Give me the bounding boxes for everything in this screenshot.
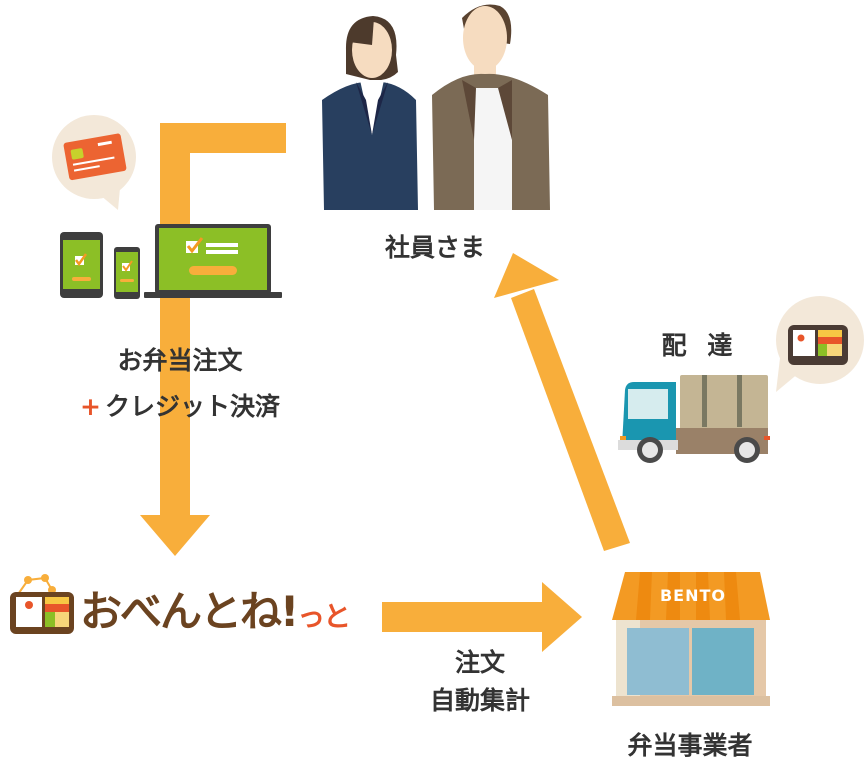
man-figure	[432, 4, 550, 210]
delivery-arrow	[494, 253, 630, 551]
logo-suffix-text: っと	[297, 600, 351, 633]
smartphone-icon	[114, 247, 140, 299]
tablet-icon	[60, 232, 103, 298]
order-label-line2: +クレジット決済	[60, 384, 300, 430]
delivery-label: 配 達	[661, 331, 739, 360]
employees-illustration	[322, 4, 550, 211]
credit-card-bubble	[52, 115, 136, 210]
service-logo: おべんとね!っと	[80, 578, 351, 639]
employees-label: 社員さま	[384, 233, 485, 262]
aggregate-label: 注文 自動集計	[400, 644, 560, 720]
vendor-label: 弁当事業者	[627, 731, 753, 760]
order-label: お弁当注文 +クレジット決済	[60, 338, 300, 430]
credit-payment-text: クレジット決済	[104, 392, 280, 421]
delivery-truck-icon	[618, 375, 770, 463]
order-label-line1: お弁当注文	[117, 346, 243, 375]
credit-card-icon	[63, 133, 127, 181]
bento-store-icon	[612, 572, 770, 706]
logo-bento-icon	[10, 574, 74, 634]
woman-figure	[322, 16, 418, 211]
aggregate-label-line1: 注文	[454, 648, 505, 677]
devices-illustration	[60, 224, 282, 299]
plus-icon: +	[80, 392, 101, 421]
aggregate-arrow	[382, 582, 582, 652]
order-arrow	[140, 123, 286, 556]
store-sign: BENTO	[659, 586, 727, 605]
aggregate-label-line2: 自動集計	[429, 686, 530, 715]
laptop-icon	[144, 224, 282, 298]
logo-main-text: おべんとね!	[80, 587, 299, 636]
delivery-bubble	[776, 296, 864, 392]
bento-box-icon	[788, 325, 848, 365]
